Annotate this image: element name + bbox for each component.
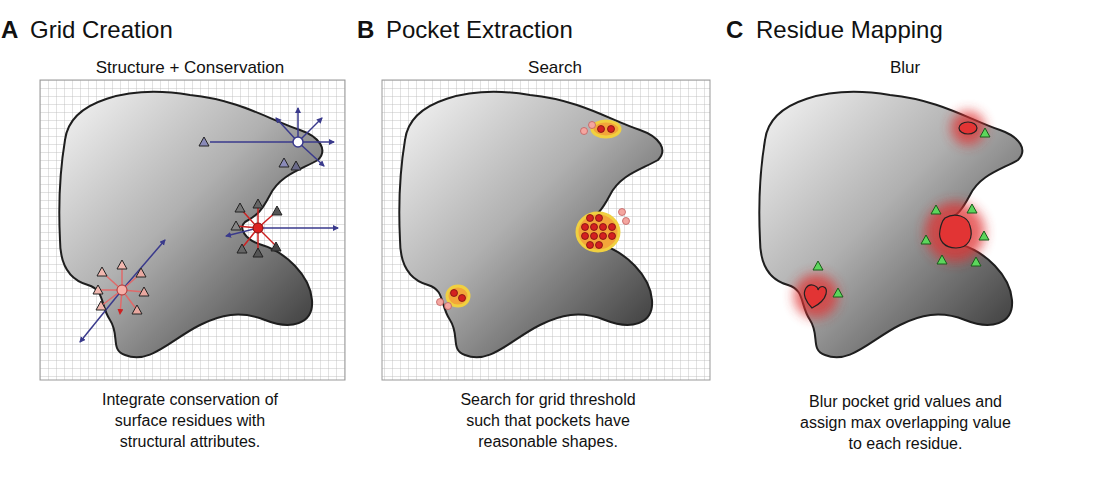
panel-letter: B <box>357 14 383 45</box>
grid-point <box>451 290 458 297</box>
residue-marker <box>93 285 103 294</box>
pocket-clusters <box>447 121 620 306</box>
probe-point <box>253 223 263 233</box>
grid-point <box>581 128 588 135</box>
panel-title: Grid Creation <box>30 14 270 45</box>
grid-point <box>619 209 626 216</box>
rejected-points <box>437 122 630 310</box>
protein-shape <box>759 92 1022 357</box>
grid-background <box>40 80 345 380</box>
pocket-outline <box>592 121 620 137</box>
grid-point <box>582 233 589 240</box>
grid-point <box>600 224 607 231</box>
grid-point <box>600 233 607 240</box>
residue-marker <box>132 305 142 314</box>
grid-point <box>459 295 466 302</box>
blurred-pockets <box>794 111 985 318</box>
probe-rays <box>80 108 338 342</box>
residue-marker <box>271 242 281 251</box>
blurred-pocket <box>925 202 985 262</box>
grid-point <box>608 126 615 133</box>
pocket-rays <box>98 265 144 314</box>
residue-marker <box>235 203 245 212</box>
residue-marker <box>272 206 282 215</box>
residue-marker <box>136 268 146 277</box>
panel-subtitle: Blur <box>805 57 1005 79</box>
pocket-core <box>959 122 977 134</box>
residue-marker <box>96 301 106 310</box>
panel-letter: A <box>1 14 27 45</box>
panel-letter: C <box>726 14 752 45</box>
panel-caption: Blur pocket grid values and assign max o… <box>798 392 1013 454</box>
protein-shape <box>399 92 662 357</box>
residue-marker <box>813 261 823 270</box>
probe-ray <box>80 290 122 342</box>
panel-title: Pocket Extraction <box>386 14 646 45</box>
grid-point <box>596 242 603 249</box>
residue-marker <box>117 260 127 269</box>
grid-point <box>587 215 594 222</box>
grid-point <box>598 126 605 133</box>
protein-shape <box>59 92 322 357</box>
probe-point <box>117 285 127 295</box>
panel-caption: Search for grid threshold such that pock… <box>448 390 648 452</box>
grid-point <box>587 242 594 249</box>
grid-background <box>382 80 710 380</box>
residue-marker <box>931 205 941 214</box>
residue-marker <box>231 221 241 230</box>
probe-ray <box>122 240 165 290</box>
residue-marker <box>980 128 990 137</box>
residue-marker <box>291 161 301 170</box>
pocket-core <box>940 215 972 248</box>
grid-point <box>609 233 616 240</box>
residue-marker <box>921 235 931 244</box>
grid-point <box>445 303 452 310</box>
pocket-outline <box>577 213 619 251</box>
grid-point <box>582 224 589 231</box>
probe-point <box>293 137 303 147</box>
residue-marker <box>237 244 247 253</box>
pocket-core <box>804 285 826 308</box>
panel-caption: Integrate conservation of surface residu… <box>90 390 290 452</box>
residue-markers <box>813 128 990 297</box>
pocket-points <box>451 126 616 302</box>
panel-title: Residue Mapping <box>756 14 1016 45</box>
probe-ray <box>258 227 338 229</box>
residue-marker <box>253 199 263 208</box>
residue-marker <box>979 231 989 240</box>
residue-marker <box>967 204 977 213</box>
residue-marker <box>139 287 149 296</box>
residue-marker <box>199 137 209 146</box>
grid-point <box>591 224 598 231</box>
panel-subtitle: Search <box>455 57 655 79</box>
residue-marker <box>971 257 981 266</box>
grid-point <box>596 215 603 222</box>
blurred-pocket <box>951 111 985 145</box>
grid-point <box>437 299 444 306</box>
grid-point <box>589 122 596 129</box>
grid-point <box>609 224 616 231</box>
surface-residues <box>93 137 301 314</box>
residue-marker <box>97 267 107 276</box>
residue-marker <box>937 255 947 264</box>
panel-subtitle: Structure + Conservation <box>80 57 300 79</box>
pocket-cores <box>804 122 977 308</box>
grid-point <box>591 233 598 240</box>
blurred-pocket <box>794 274 838 318</box>
residue-marker <box>833 288 843 297</box>
grid-point <box>623 218 630 225</box>
probe-ray <box>210 141 298 143</box>
residue-marker <box>279 158 289 167</box>
residue-marker <box>253 248 263 257</box>
